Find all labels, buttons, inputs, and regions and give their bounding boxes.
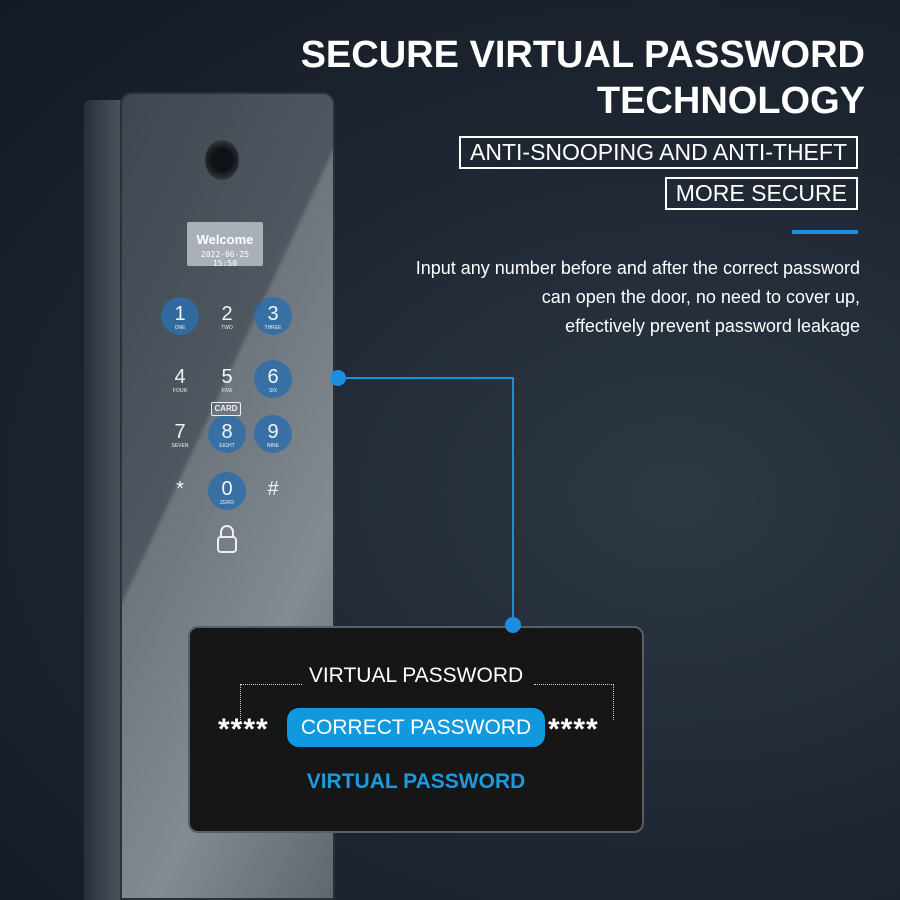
key-word: FOUR xyxy=(172,388,188,394)
description-line: effectively prevent password leakage xyxy=(565,316,860,336)
callout-dot xyxy=(330,370,346,386)
key-word: NINE xyxy=(267,443,279,449)
lock-display: Welcome 2022-06-25 15:50 xyxy=(187,222,263,268)
camera-icon xyxy=(205,140,239,180)
key-word: SEVEN xyxy=(171,443,189,449)
key-number: 0 xyxy=(221,478,233,500)
key-number: # xyxy=(267,478,279,500)
card-icon: CARD xyxy=(211,402,241,416)
headline-line-2: TECHNOLOGY xyxy=(596,80,865,122)
key-number: * xyxy=(176,478,184,500)
datetime-text: 2022-06-25 15:50 xyxy=(200,250,250,268)
key-word: EIGHT xyxy=(219,443,235,449)
key-word: TWO xyxy=(221,325,233,331)
lock-icon xyxy=(217,525,237,553)
key-number: 9 xyxy=(267,421,279,443)
description-line: can open the door, no need to cover up, xyxy=(541,287,860,307)
key-word: SIX xyxy=(268,388,278,394)
key-number: 7 xyxy=(174,421,186,443)
description: Input any number before and after the co… xyxy=(416,254,860,341)
stars-left: **** xyxy=(218,713,269,746)
key-number: 5 xyxy=(221,366,233,388)
description-line: Input any number before and after the co… xyxy=(415,258,860,278)
welcome-text: Welcome xyxy=(196,232,254,247)
headline-line-1: SECURE VIRTUAL PASSWORD xyxy=(300,34,865,76)
tag-anti-snooping: ANTI-SNOOPING AND ANTI-THEFT xyxy=(459,136,858,169)
headline: SECURE VIRTUAL PASSWORD TECHNOLOGY xyxy=(301,32,865,124)
key-word: ZERO xyxy=(220,500,234,506)
key-word: ONE xyxy=(174,325,186,331)
virtual-password-bottom-label: VIRTUAL PASSWORD xyxy=(306,770,526,793)
key-number: 2 xyxy=(221,303,233,325)
dotted-bracket-right xyxy=(534,684,614,720)
key-number: 4 xyxy=(174,366,186,388)
key-number: 8 xyxy=(221,421,233,443)
virtual-password-top-label: VIRTUAL PASSWORD xyxy=(308,664,524,687)
key-star[interactable]: * xyxy=(161,472,199,510)
key-number: 6 xyxy=(267,366,279,388)
callout-dot xyxy=(505,617,521,633)
key-number: 1 xyxy=(174,303,186,325)
key-word: THREE xyxy=(264,325,282,331)
virtual-password-popup: VIRTUAL PASSWORD **** CORRECT PASSWORD *… xyxy=(188,626,644,833)
correct-password-pill: CORRECT PASSWORD xyxy=(287,708,545,747)
key-number: 3 xyxy=(267,303,279,325)
key-hash-bell[interactable]: # xyxy=(254,472,292,510)
key-word: FIVE xyxy=(221,388,233,394)
dotted-bracket-left xyxy=(240,684,302,724)
tag-more-secure: MORE SECURE xyxy=(664,177,858,210)
accent-bar xyxy=(792,230,858,234)
stars-right: **** xyxy=(548,713,599,746)
